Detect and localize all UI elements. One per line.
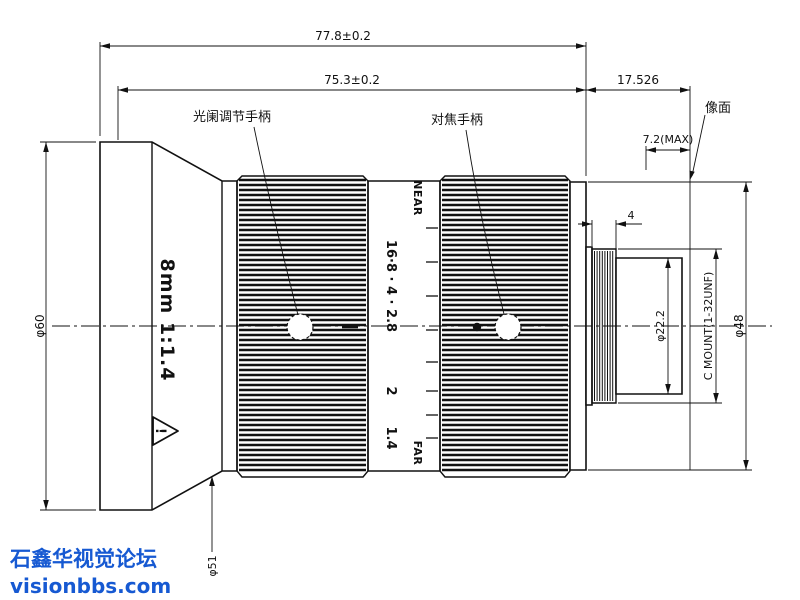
dim-body-length-text: 75.3±0.2 <box>324 73 380 87</box>
focus-handle-label: 对焦手柄 <box>431 113 483 128</box>
dim-thread-length-text: 4 <box>628 209 635 222</box>
focus-handle-leader <box>465 129 505 315</box>
dim-total-length: 77.8±0.2 <box>99 29 587 176</box>
dim-rear-barrel-dia: φ22.2 <box>654 258 671 394</box>
near-label: NEAR <box>411 180 424 216</box>
dim-front-dia-text: φ60 <box>33 314 47 337</box>
focus-handle-screw <box>494 313 522 341</box>
dim-rear-flange-dia: φ48 <box>588 181 752 471</box>
image-plane-label: 像面 <box>705 101 731 116</box>
aperture-handle-label: 光阑调节手柄 <box>193 110 271 125</box>
warning-triangle-outline <box>152 416 179 446</box>
aperture-handle-leader <box>253 126 299 316</box>
dim-body-length: 75.3±0.2 <box>117 73 586 140</box>
dim-rear-clearance: 7.2(MAX) <box>643 133 694 170</box>
aperture-ring <box>236 175 369 478</box>
scale-tick-marks <box>426 227 438 439</box>
image-plane-leader <box>691 114 706 177</box>
watermark-site-name: 石鑫华视觉论坛 <box>9 547 157 571</box>
warning-exclamation: ! <box>152 428 168 434</box>
set-screw-dot <box>472 322 482 332</box>
callout-focus-handle: 对焦手柄 <box>431 113 505 315</box>
dim-barrel-dia: φ51 <box>206 476 219 577</box>
dim-mount-spec: C MOUNT(1-32UNF) <box>618 248 722 404</box>
dim-rear-flange-dia-text: φ48 <box>732 314 746 337</box>
c-mount-thread <box>591 248 617 404</box>
far-label: FAR <box>411 441 424 466</box>
image-plane-arrow <box>689 170 695 180</box>
dim-thread-length: 4 <box>578 209 642 254</box>
dim-total-length-text: 77.8±0.2 <box>315 29 371 43</box>
dim-flange-focal: 17.526 <box>586 73 690 93</box>
warning-triangle-icon: ! <box>152 416 179 446</box>
dim-barrel-dia-text: φ51 <box>206 555 219 576</box>
dim-mount-spec-text: C MOUNT(1-32UNF) <box>702 272 715 380</box>
aperture-ring-knurl-texture <box>239 178 366 472</box>
dim-front-dia: φ60 <box>33 141 96 511</box>
aperture-scale-upper: 16·8 · 4 · 2.8 <box>383 240 398 332</box>
watermark-site-url: visionbbs.com <box>10 574 171 598</box>
lens-body <box>99 141 683 511</box>
aperture-scale-1-4: 1.4 <box>383 426 398 449</box>
dim-rear-clearance-text: 7.2(MAX) <box>643 133 694 146</box>
aperture-scale-2: 2 <box>383 386 398 395</box>
callout-aperture-handle: 光阑调节手柄 <box>193 110 299 316</box>
watermark: 石鑫华视觉论坛 visionbbs.com <box>9 547 171 598</box>
aperture-handle-screw <box>286 313 314 341</box>
focus-ring <box>439 175 571 478</box>
dim-flange-focal-text: 17.526 <box>617 73 659 87</box>
lens-spec-text: 8mm 1:1.4 <box>156 259 178 382</box>
dim-rear-barrel-dia-text: φ22.2 <box>654 310 667 342</box>
